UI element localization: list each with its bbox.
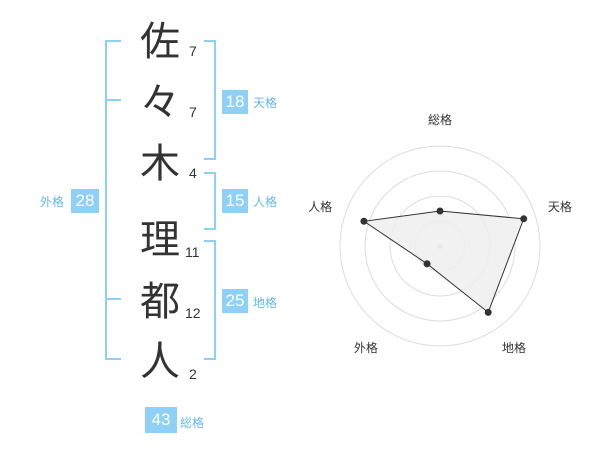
radar-points — [360, 207, 528, 316]
name-char: 理 — [140, 217, 180, 263]
tenkaku-value-badge: 18 — [222, 90, 248, 114]
stroke-count: 7 — [189, 43, 197, 59]
radar-ring — [339, 145, 541, 347]
name-breakdown-panel: 佐 々 木 理 都 人 7 7 4 11 12 2 18 天格 15 人格 25… — [40, 19, 278, 433]
radar-polygon-layer — [362, 210, 525, 314]
soukaku-label: 総格 — [180, 416, 205, 430]
radar-axis-label: 総格 — [428, 112, 452, 127]
bracket-line — [214, 240, 216, 360]
radar-polygon — [362, 210, 525, 314]
stroke-count: 2 — [189, 366, 197, 382]
radar-point — [360, 217, 368, 225]
bracket-line — [204, 240, 216, 242]
name-char: 佐 — [140, 19, 180, 65]
gaikaku-value-badge: 28 — [71, 189, 99, 213]
bracket-line — [105, 99, 121, 101]
bracket-line — [204, 358, 216, 360]
stroke-count: 7 — [189, 104, 197, 120]
name-char: 々 — [140, 80, 180, 126]
bracket-line — [214, 172, 216, 230]
soukaku-value-badge: 43 — [145, 407, 177, 433]
name-char: 都 — [140, 279, 180, 325]
bracket-line — [204, 172, 216, 174]
bracket-line — [105, 298, 121, 300]
name-char: 木 — [140, 141, 180, 187]
jinkaku-label: 人格 — [253, 195, 278, 209]
radar-axis-label: 人格 — [308, 199, 332, 214]
radar-ring — [364, 170, 516, 322]
gaikaku-label: 外格 — [40, 195, 65, 209]
name-char: 人 — [140, 339, 180, 385]
bracket-line — [204, 228, 216, 230]
bracket-line — [204, 40, 216, 42]
jinkaku-value-badge: 15 — [222, 189, 248, 213]
bracket-line — [204, 158, 216, 160]
bracket-line — [105, 40, 121, 42]
radar-axis-label: 地格 — [502, 340, 526, 355]
chikaku-value-badge: 25 — [222, 289, 248, 313]
radar-axis-label: 外格 — [354, 340, 378, 355]
radar-point — [520, 215, 528, 223]
bracket-line — [105, 358, 121, 360]
stroke-count: 4 — [189, 165, 197, 181]
bracket-line — [214, 40, 216, 160]
bracket-line — [105, 40, 107, 360]
stroke-count: 11 — [185, 244, 200, 260]
radar-axis-label: 天格 — [548, 199, 572, 214]
tenkaku-label: 天格 — [253, 96, 278, 110]
radar-point — [423, 260, 431, 268]
stroke-count: 12 — [185, 305, 201, 321]
chikaku-label: 地格 — [253, 296, 278, 310]
radar-point — [436, 207, 444, 215]
radar-point — [484, 308, 492, 316]
